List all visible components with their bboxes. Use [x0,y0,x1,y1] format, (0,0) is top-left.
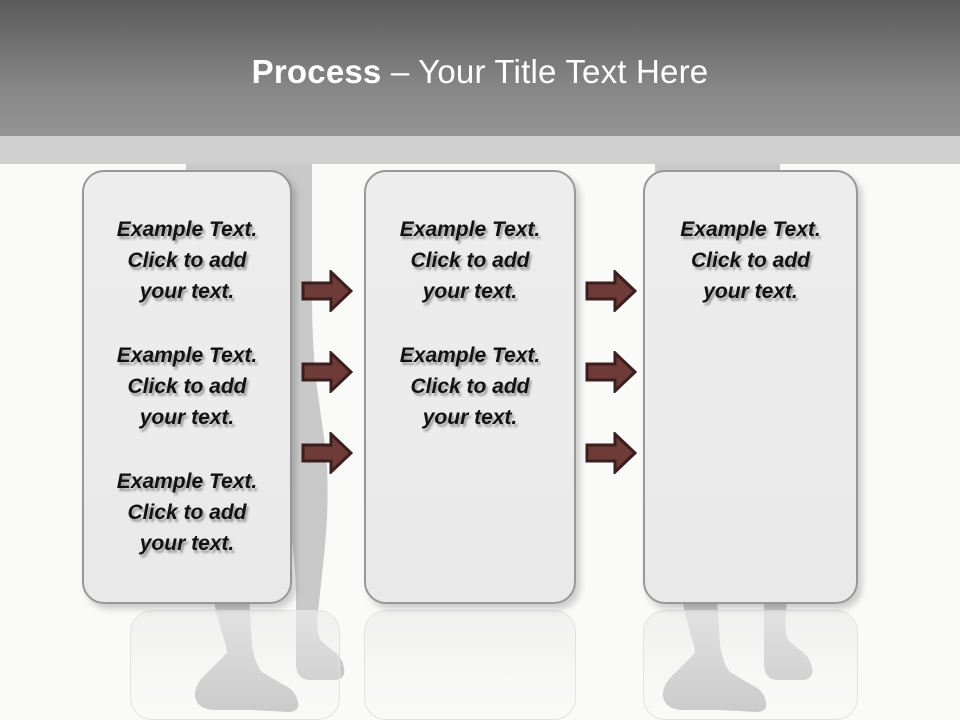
right-arrow-icon[interactable] [301,270,353,312]
title-bar-underline-band [0,136,960,164]
right-arrow-icon[interactable] [585,270,637,312]
right-arrow-icon[interactable] [585,432,637,474]
box-reflection-3 [643,610,858,720]
page-title-bold: Process [251,53,382,90]
process-text-block[interactable]: Example Text. Click to add your text. [399,218,541,303]
right-arrow-icon[interactable] [585,351,637,393]
process-text-block[interactable]: Example Text. Click to add your text. [116,218,258,303]
box-reflection-1 [130,610,340,720]
page-title-rest: – Your Title Text Here [381,53,709,90]
process-text-block[interactable]: Example Text. Click to add your text. [116,344,258,429]
right-arrow-icon[interactable] [301,351,353,393]
process-box-1[interactable]: Example Text. Click to add your text. Ex… [82,170,292,604]
process-box-3[interactable]: Example Text. Click to add your text. [643,170,858,604]
process-text-block[interactable]: Example Text. Click to add your text. [116,470,258,555]
page-title[interactable]: Process – Your Title Text Here [0,52,960,92]
process-text-block[interactable]: Example Text. Click to add your text. [680,218,821,303]
process-box-2[interactable]: Example Text. Click to add your text. Ex… [364,170,576,604]
process-text-block[interactable]: Example Text. Click to add your text. [399,344,541,429]
title-bar [0,0,960,136]
box-reflection-2 [364,610,576,720]
right-arrow-icon[interactable] [301,432,353,474]
